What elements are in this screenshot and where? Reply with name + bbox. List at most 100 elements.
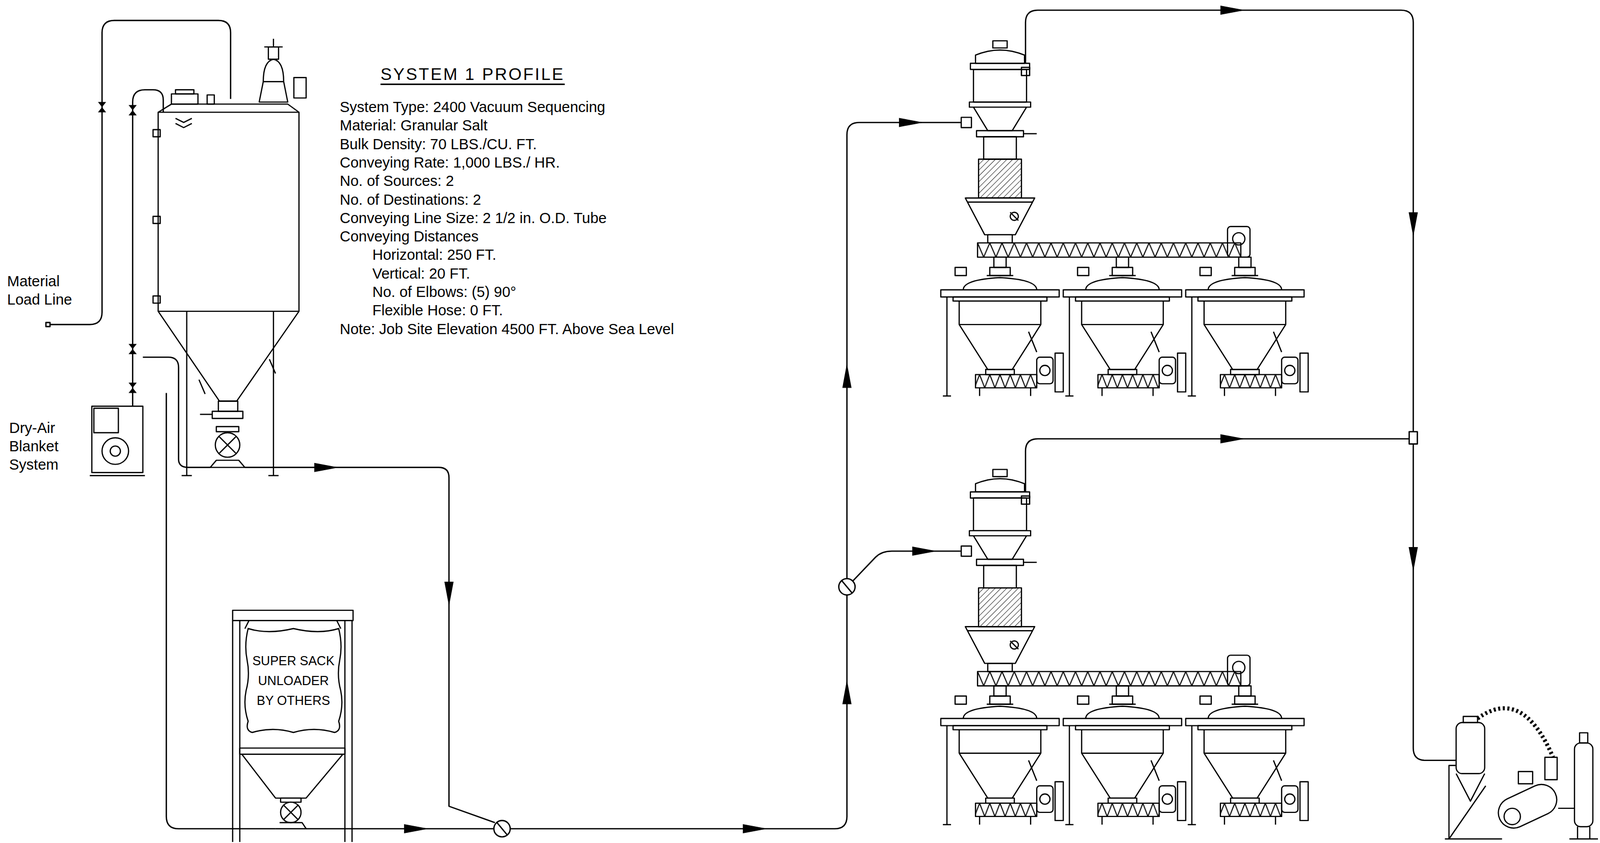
conveying-line [838,578,856,595]
vacuum-pump [1569,838,1598,840]
profile-line: Vertical: 20 FT. [372,264,471,283]
storage-silo [175,89,195,94]
unloader-frame [239,748,345,755]
profile-line: No. of Elbows: (5) 90° [372,282,517,302]
label-block: Vertical: 20 FT. [372,264,471,283]
fill-line [45,20,231,406]
vacuum-pump [1477,708,1554,757]
conveying-line [842,580,853,593]
storage-silo [152,295,160,304]
callout-label: Dry-Air Blanket System [9,418,73,474]
unloader-frame [344,620,346,843]
storage-silo [210,460,246,468]
profile-line: Conveying Line Size: 2 1/2 in. O.D. Tube [339,208,607,228]
vacuum-pump [1493,779,1562,833]
unloader-frame [351,620,353,843]
unloader-frame [241,754,343,799]
storage-silo [219,437,236,454]
storage-silo [171,93,199,104]
vacuum-pump [1518,771,1533,784]
vacuum-line [1408,431,1418,445]
vacuum-line [1021,67,1030,76]
conveying-line [142,357,210,468]
vacuum-pump [1449,765,1457,839]
storage-silo [293,77,307,98]
flow-arrow [314,5,1418,834]
bag-outline [245,628,342,733]
conveying-line [494,820,511,837]
conveying-line [847,122,962,579]
fill-line [45,322,50,327]
dry-air-unit [93,408,119,433]
storage-silo [207,94,215,104]
label-block: Dry-Air Blanket System [9,418,73,474]
flow-arrow [1408,212,1418,237]
unloader-frame [280,802,302,823]
unloader-frame [239,620,241,843]
label-block: Material Load Line [7,272,89,309]
dry-air-unit [110,446,121,457]
vacuum-pump [1579,733,1588,744]
dry-air-unit [89,474,145,476]
conveying-line [142,122,962,837]
profile-line: Note: Job Site Elevation 4500 FT. Above … [339,319,674,339]
vacuum-pump [1504,808,1521,825]
storage-silo [152,216,160,224]
storage-silo [218,400,238,412]
storage-silo [263,59,284,82]
node-text-holder: SUPER SACK UNLOADER BY OTHERS [249,624,338,737]
fill-line [128,343,137,355]
bag-node: SUPER SACK UNLOADER BY OTHERS [241,624,345,737]
flow-arrow [444,581,454,607]
conveying-line [853,551,962,581]
label-block: No. of Sources: 2 [339,171,454,191]
node-text: SUPER SACK UNLOADER BY OTHERS [249,651,338,711]
profile-line: Material: Granular Salt [339,116,488,135]
storage-silo [185,311,187,476]
label-block: Horizontal: 250 FT. [372,245,497,264]
conveying-line [245,467,496,823]
storage-silo [157,112,299,312]
fill-line [128,382,137,393]
vacuum-line [1413,444,1456,761]
storage-silo [181,474,193,476]
vacuum-pump [1589,826,1591,839]
profile-line: No. of Sources: 2 [339,171,454,191]
profile-line: Horizontal: 250 FT. [372,245,497,264]
flow-arrow [912,546,937,556]
vacuum-pump [1463,716,1478,723]
flow-arrow [1220,5,1245,15]
vacuum-pump [1577,826,1579,839]
vacuum-pump [1544,757,1558,780]
profile-line: Conveying Rate: 1,000 LBS./ HR. [339,153,560,172]
profile-line: Flexible Hose: 0 FT. [372,301,503,320]
profile-line: Conveying Distances [339,227,479,246]
unloader-frame [232,620,234,843]
label-block: Conveying Line Size: 2 1/2 in. O.D. Tube [339,208,607,228]
storage-silo [212,411,243,419]
flow-arrow [742,824,768,834]
profile-line: Bulk Density: 70 LBS./CU. FT. [339,134,537,154]
storage-silo [157,103,299,113]
storage-silo [199,379,206,394]
receiver-station [940,40,1309,396]
storage-silo [269,359,276,374]
label-block: Conveying Rate: 1,000 LBS./ HR. [339,153,560,172]
vacuum-pump [1574,743,1593,827]
unloader-frame [232,610,354,843]
vacuum-pump [1456,773,1485,802]
title-block: SYSTEM 1 PROFILE [380,65,565,84]
vacuum-pump [1456,722,1485,774]
flow-arrow [403,824,429,834]
storage-silo [259,81,288,102]
label-block: System Type: 2400 Vacuum Sequencing [339,97,606,117]
vacuum-line [1025,439,1409,493]
vacuum-pump [1445,708,1598,839]
flow-arrow [842,363,852,388]
storage-silo [215,432,240,458]
label-block: No. of Destinations: 2 [339,190,481,209]
dry-air-unit [101,438,129,465]
storage-silo [273,311,275,476]
